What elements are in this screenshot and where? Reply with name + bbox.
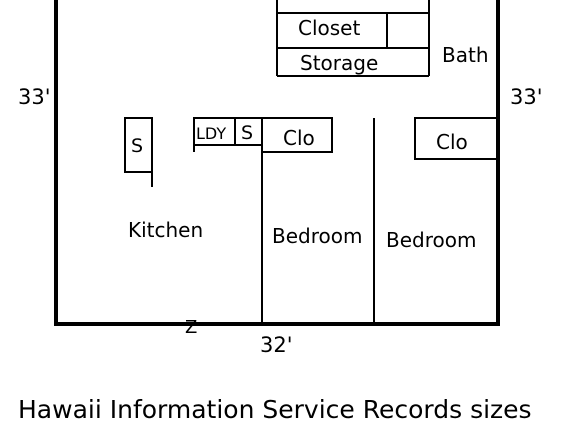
room-label-storage: Storage [300, 51, 378, 75]
dimension-bottom: 32' [260, 333, 293, 357]
room-label-bedroom-middle: Bedroom [272, 224, 362, 248]
sink-left-box [124, 117, 153, 173]
compass-mark: Z [185, 317, 197, 338]
dimension-left: 33' [18, 85, 51, 109]
room-label-closet: Closet [298, 16, 360, 40]
fixture-label-laundry: LDY [196, 124, 226, 143]
fixture-boxes [124, 117, 499, 173]
fixture-label-closet-middle: Clo [283, 126, 315, 150]
room-label-bedroom-right: Bedroom [386, 228, 476, 252]
room-label-bath: Bath [442, 43, 489, 67]
dimension-right: 33' [510, 85, 543, 109]
caption-text: Hawaii Information Service Records sizes [18, 395, 532, 424]
fixture-label-sink-laundry: S [241, 122, 253, 144]
fixture-label-closet-right: Clo [436, 130, 468, 154]
room-label-kitchen: Kitchen [128, 218, 203, 242]
interior-walls [151, 0, 430, 324]
exterior-walls [54, 0, 500, 326]
fixture-label-sink-left: S [131, 135, 143, 157]
closet-right-box [414, 117, 499, 160]
closet-middle-box [261, 117, 333, 153]
